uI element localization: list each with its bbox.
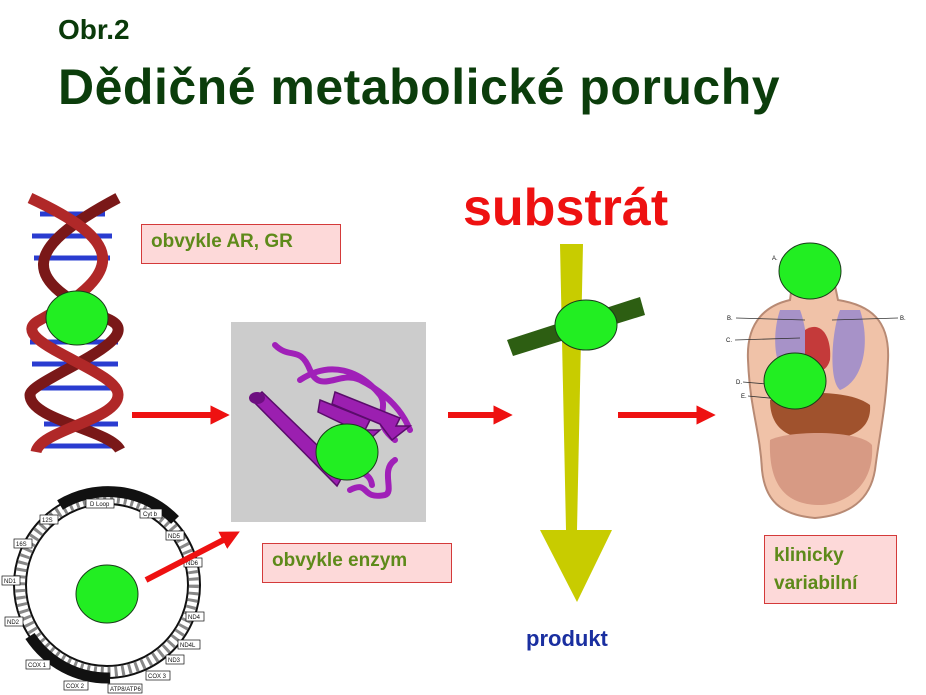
- mtdna-label-16s: 16S: [16, 542, 27, 548]
- mtdna-label-dloop: D Loop: [90, 502, 110, 508]
- clinical-label-line1: klinicky: [774, 545, 844, 566]
- marker-dna: [45, 290, 109, 346]
- clinical-label-box: klinicky variabilní: [764, 535, 897, 604]
- anatomy-letter-c: C.: [726, 338, 732, 344]
- mtdna-map-image: D Loop Cyt b ND5 ND6 ND4 ND4L ND3 COX 3 …: [1, 486, 205, 694]
- mtdna-label-nd3: ND3: [168, 658, 181, 664]
- marker-mtdna: [75, 564, 139, 624]
- product-label: produkt: [526, 626, 608, 651]
- inheritance-label-box: obvykle AR, GR: [141, 224, 341, 264]
- enzyme-label: obvykle enzym: [272, 550, 408, 571]
- anatomy-letter-b-left: B.: [727, 316, 733, 322]
- dna-helix-image: [24, 193, 125, 455]
- mtdna-label-nd4l: ND4L: [180, 643, 196, 649]
- inheritance-label: obvykle AR, GR: [151, 231, 293, 252]
- substrate-label: substrát: [463, 179, 669, 237]
- clinical-label-line2: variabilní: [774, 573, 858, 594]
- anatomy-letter-d: D.: [736, 380, 742, 386]
- mtdna-label-12s: 12S: [42, 518, 53, 524]
- marker-protein: [315, 423, 379, 481]
- mtdna-label-nd4: ND4: [188, 615, 201, 621]
- page-title: Dědičné metabolické poruchy: [58, 59, 781, 115]
- mtdna-label-nd2: ND2: [7, 620, 20, 626]
- metabolic-pathway-arrow: [540, 244, 612, 602]
- anatomy-letter-b-right: B.: [900, 316, 906, 322]
- arrow-mtdna-to-protein: [144, 531, 240, 583]
- mtdna-label-cytb: Cyt b: [143, 512, 158, 518]
- marker-body-upper: [778, 242, 842, 300]
- mtdna-label-nd1: ND1: [4, 579, 17, 585]
- mtdna-label-nd6: ND6: [186, 561, 199, 567]
- mtdna-label-cox3: COX 3: [148, 674, 167, 680]
- enzyme-label-box: obvykle enzym: [262, 543, 452, 583]
- mtdna-label-atp: ATP8/ATP6: [110, 687, 141, 693]
- figure-number: Obr.2: [58, 14, 130, 45]
- protein-structure-image: [231, 322, 426, 522]
- anatomy-letter-a: A.: [772, 256, 778, 262]
- anatomy-letter-e: E.: [741, 394, 747, 400]
- mtdna-label-nd5: ND5: [168, 534, 181, 540]
- mtdna-label-cox1: COX 1: [28, 663, 47, 669]
- mtdna-label-cox2: COX 2: [66, 684, 85, 690]
- marker-body-lower: [763, 352, 827, 410]
- marker-enzyme-step: [554, 299, 618, 351]
